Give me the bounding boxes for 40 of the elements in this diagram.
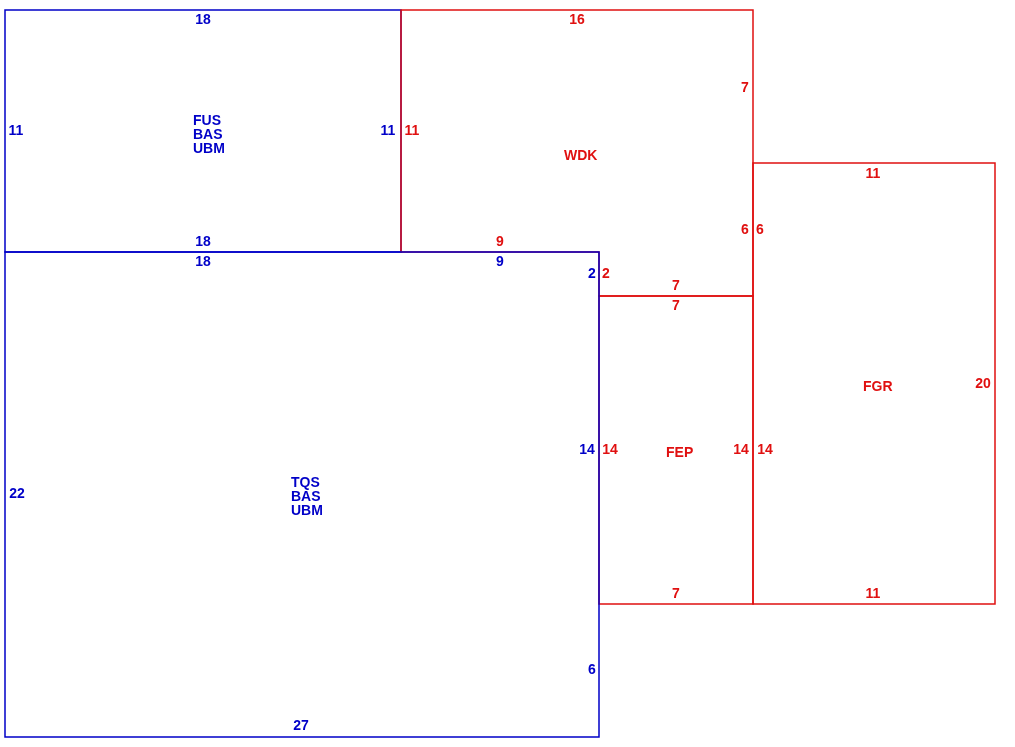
room-label: UBM [291,503,323,517]
dimension-label: 6 [588,662,596,676]
dimension-label: 14 [602,442,618,456]
room-label: BAS [291,489,321,503]
dimension-label: 16 [569,12,585,26]
room-outline [753,163,995,604]
dimension-label: 27 [293,718,309,732]
room-label: WDK [564,148,598,162]
room-label: FUS [193,113,221,127]
dimension-label: 7 [741,80,749,94]
dimension-label: 2 [588,266,596,280]
dimension-label: 20 [975,376,991,390]
dimension-label: 6 [756,222,764,236]
room-label: TQS [291,475,320,489]
dimension-label: 7 [672,298,680,312]
dimension-label: 7 [672,278,680,292]
dimension-label: 11 [404,123,420,137]
dimension-label: 2 [602,266,610,280]
dimension-label: 18 [195,12,211,26]
dimension-label: 14 [757,442,773,456]
dimension-label: 14 [579,442,595,456]
dimension-label: 6 [741,222,749,236]
dimension-label: 9 [496,234,504,248]
room-label: FGR [863,379,893,393]
dimension-label: 18 [195,254,211,268]
room-outline [5,10,401,252]
dimension-label: 11 [865,586,881,600]
room-outline [599,296,753,604]
room-label: BAS [193,127,223,141]
dimension-label: 9 [496,254,504,268]
room-label: UBM [193,141,225,155]
dimension-label: 7 [672,586,680,600]
dimension-label: 22 [9,486,25,500]
room-outline [5,252,599,737]
room-label: FEP [666,445,694,459]
dimension-label: 14 [733,442,749,456]
dimension-label: 11 [865,166,881,180]
dimension-label: 18 [195,234,211,248]
dimension-label: 11 [380,123,396,137]
dimension-label: 11 [8,123,24,137]
